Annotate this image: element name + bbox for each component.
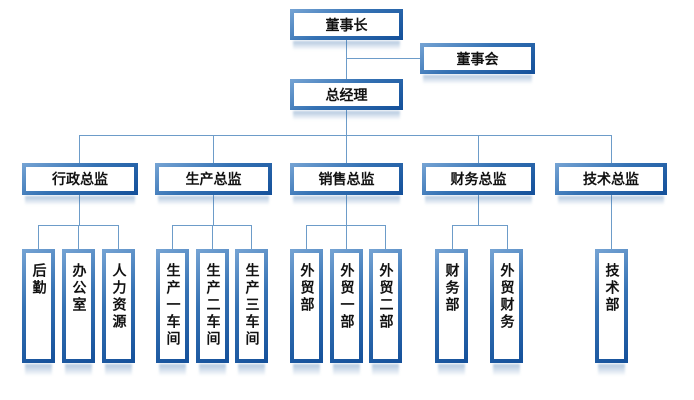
node-dept-trade-finance-label: 外贸财务 — [494, 253, 519, 359]
connector-child-drop — [346, 225, 347, 249]
connector-board-link — [346, 58, 420, 59]
node-dept-workshop1-label: 生产一车间 — [160, 253, 185, 359]
node-dept-tech-label: 技术部 — [599, 253, 624, 359]
node-director-sales: 销售总监 — [290, 163, 403, 195]
node-board-label: 董事会 — [424, 47, 531, 70]
connector-child-drop — [306, 225, 307, 249]
node-director-production: 生产总监 — [155, 163, 272, 195]
node-dept-tech: 技术部 — [595, 249, 628, 363]
connector-stem-production — [213, 195, 214, 225]
node-dept-trade1-label: 外贸一部 — [334, 253, 359, 359]
node-dept-finance: 财务部 — [435, 249, 468, 363]
connector-subbus-finance — [452, 225, 508, 226]
connector-director-bus — [79, 135, 612, 136]
node-dept-office: 办公室 — [62, 249, 95, 363]
node-dept-workshop3-label: 生产三车间 — [239, 253, 264, 359]
node-general-manager-label: 总经理 — [294, 83, 399, 106]
connector-stem-tech — [611, 195, 612, 249]
node-director-admin-label: 行政总监 — [26, 167, 134, 191]
node-dept-logistics-label: 后勤 — [26, 253, 51, 359]
connector-child-drop — [452, 225, 453, 249]
connector-drop-admin — [79, 135, 80, 163]
node-dept-office-label: 办公室 — [66, 253, 91, 359]
connector-child-drop — [507, 225, 508, 249]
node-dept-trade-label: 外贸部 — [294, 253, 319, 359]
node-general-manager: 总经理 — [290, 79, 403, 110]
node-chairman: 董事长 — [290, 9, 403, 40]
node-dept-finance-label: 财务部 — [439, 253, 464, 359]
connector-child-drop — [385, 225, 386, 249]
connector-drop-finance — [478, 135, 479, 163]
connector-stem-admin — [79, 195, 80, 225]
connector-child-drop — [172, 225, 173, 249]
node-dept-trade-finance: 外贸财务 — [490, 249, 523, 363]
node-dept-hr-label: 人力资源 — [106, 253, 131, 359]
connector-drop-production — [213, 135, 214, 163]
node-dept-workshop1: 生产一车间 — [156, 249, 189, 363]
connector-child-drop — [251, 225, 252, 249]
node-dept-trade2: 外贸二部 — [369, 249, 402, 363]
node-director-finance: 财务总监 — [422, 163, 535, 195]
node-dept-workshop2-label: 生产二车间 — [200, 253, 225, 359]
node-dept-hr: 人力资源 — [102, 249, 135, 363]
node-dept-workshop3: 生产三车间 — [235, 249, 268, 363]
node-director-sales-label: 销售总监 — [294, 167, 399, 191]
connector-stem-finance — [478, 195, 479, 225]
connector-child-drop — [212, 225, 213, 249]
connector-child-drop — [118, 225, 119, 249]
connector-child-drop — [78, 225, 79, 249]
node-director-tech-label: 技术总监 — [559, 167, 663, 191]
connector-drop-sales — [346, 135, 347, 163]
node-board: 董事会 — [420, 43, 535, 74]
connector-child-drop — [38, 225, 39, 249]
node-dept-trade: 外贸部 — [290, 249, 323, 363]
node-director-admin: 行政总监 — [22, 163, 138, 195]
node-director-finance-label: 财务总监 — [426, 167, 531, 191]
node-dept-trade2-label: 外贸二部 — [373, 253, 398, 359]
connector-gm-stem — [346, 110, 347, 135]
node-chairman-label: 董事长 — [294, 13, 399, 36]
connector-drop-tech — [611, 135, 612, 163]
node-director-tech: 技术总监 — [555, 163, 667, 195]
node-dept-trade1: 外贸一部 — [330, 249, 363, 363]
connector-stem-sales — [346, 195, 347, 225]
connector-chairman-gm — [346, 39, 347, 79]
node-director-production-label: 生产总监 — [159, 167, 268, 191]
node-dept-workshop2: 生产二车间 — [196, 249, 229, 363]
node-dept-logistics: 后勤 — [22, 249, 55, 363]
